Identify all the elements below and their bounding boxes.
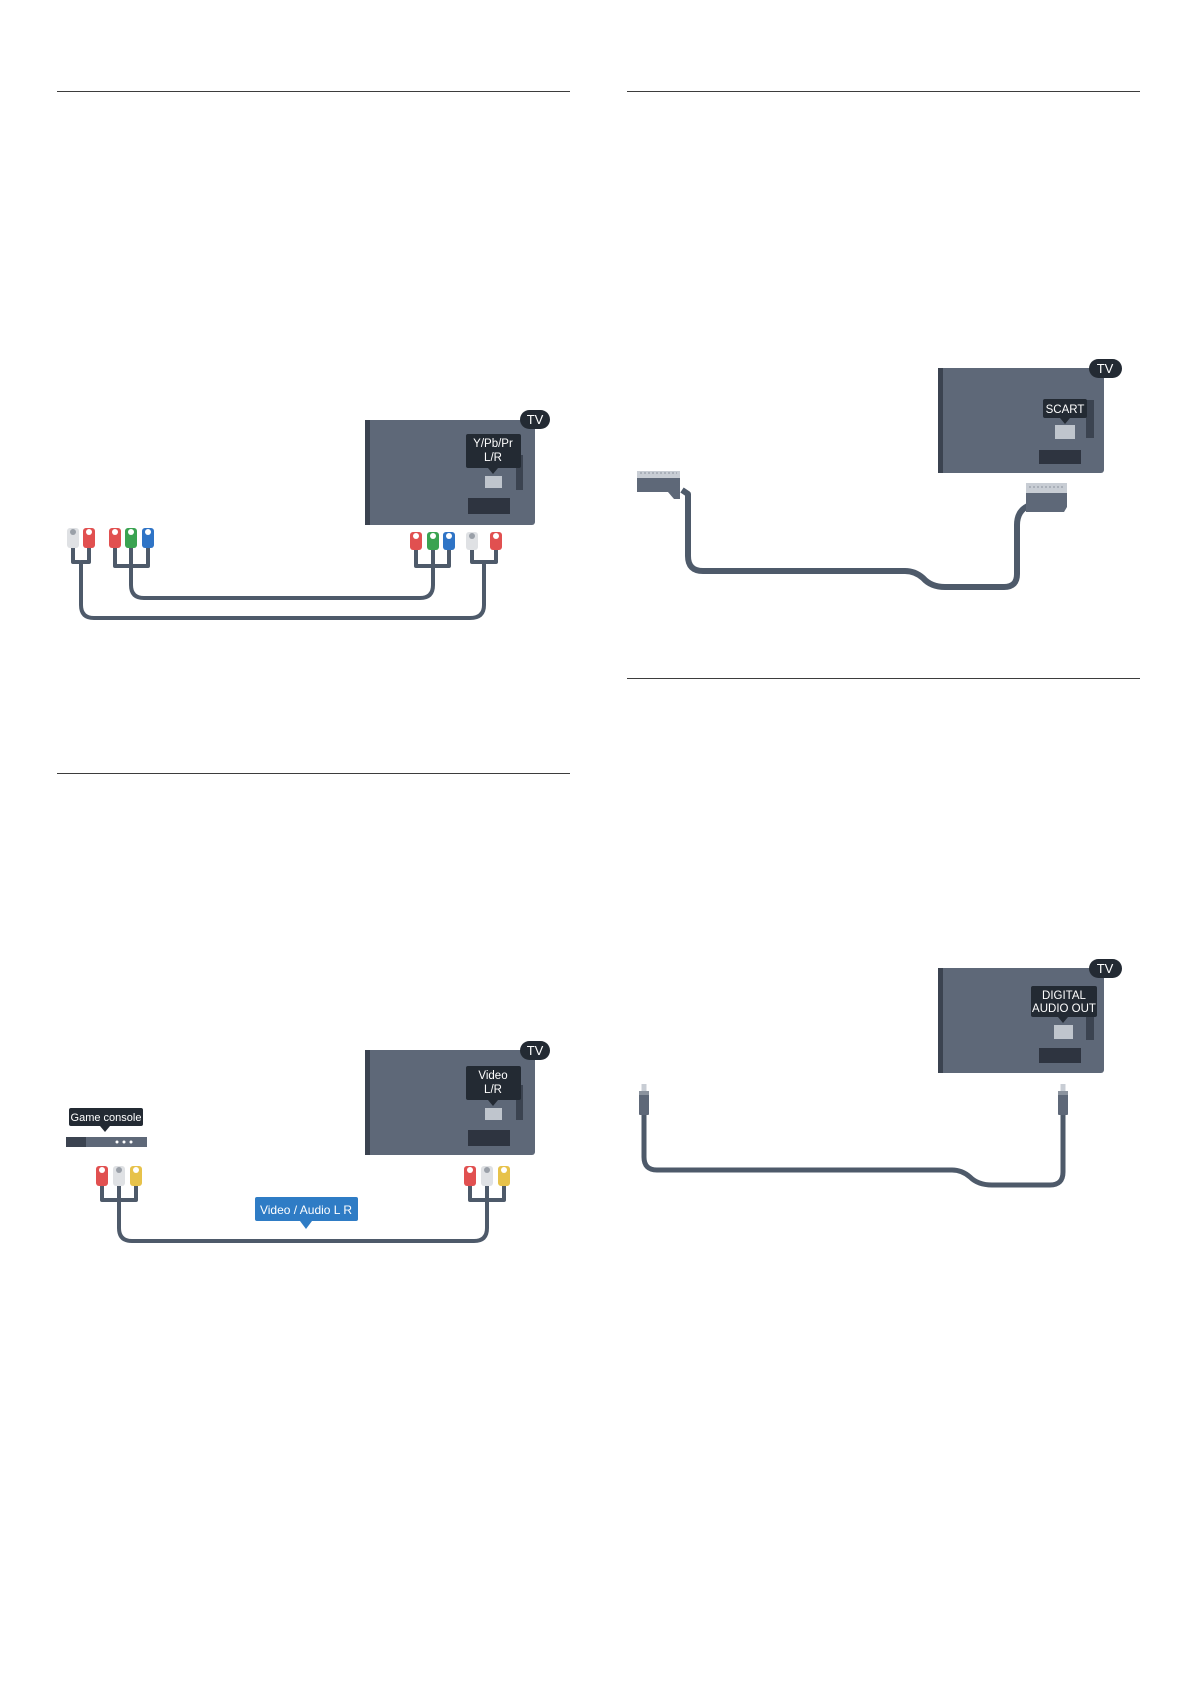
tv-cvbs: TV Video L/R bbox=[365, 1041, 550, 1155]
tv-edge bbox=[365, 1050, 370, 1155]
plugs-device-cvbs bbox=[96, 1166, 142, 1186]
section-divider-top-left bbox=[57, 91, 570, 92]
tv-badge: TV bbox=[1089, 359, 1122, 378]
plug-red bbox=[490, 532, 502, 550]
plugs-device-ypbpr bbox=[67, 528, 154, 548]
tv-port-slot bbox=[1039, 450, 1081, 464]
section-divider-top-right bbox=[627, 91, 1140, 92]
scart-plug-tv bbox=[1026, 483, 1067, 512]
console-body bbox=[66, 1137, 147, 1147]
port-label-line2: AUDIO OUT bbox=[1032, 1003, 1096, 1015]
tv-edge bbox=[365, 420, 370, 525]
tv-badge-text: TV bbox=[527, 1043, 544, 1058]
scart-plug-device bbox=[637, 471, 680, 499]
console-port bbox=[122, 1140, 126, 1144]
plug-yellow bbox=[130, 1166, 142, 1186]
tv-ypbpr: TV Y/Pb/Pr L/R bbox=[365, 410, 550, 525]
port-label-line2: L/R bbox=[484, 452, 502, 464]
plug-green bbox=[125, 528, 137, 548]
plug-red bbox=[410, 532, 422, 550]
port-label-cvbs: Video L/R bbox=[466, 1066, 521, 1120]
plug-red bbox=[83, 528, 95, 548]
optical-cable bbox=[641, 1115, 1066, 1188]
scart-cable bbox=[680, 487, 1034, 590]
section-divider-mid-right bbox=[627, 678, 1140, 679]
port-label-ypbpr: Y/Pb/Pr L/R bbox=[466, 434, 521, 488]
port-socket bbox=[485, 1108, 502, 1120]
port-label-text: SCART bbox=[1046, 404, 1085, 416]
console-port bbox=[129, 1140, 133, 1144]
cable-audio bbox=[79, 560, 486, 620]
cables-ypbpr bbox=[71, 546, 498, 620]
console-port bbox=[115, 1140, 119, 1144]
ypbpr-diagram: TV Y/Pb/Pr L/R bbox=[67, 410, 550, 620]
cables-cvbs bbox=[100, 1182, 506, 1243]
tv-port-slot bbox=[1039, 1048, 1081, 1063]
cable-av bbox=[117, 1198, 489, 1243]
plug-yellow bbox=[498, 1166, 510, 1186]
tv-body bbox=[938, 368, 1104, 473]
tv-edge bbox=[938, 368, 943, 473]
cable-video bbox=[129, 564, 435, 600]
plug-blue bbox=[142, 528, 154, 548]
optical-plug-device bbox=[639, 1084, 649, 1115]
tv-port-slot bbox=[468, 498, 510, 514]
port-socket bbox=[485, 476, 502, 488]
tv-badge-text: TV bbox=[1097, 361, 1114, 376]
cable-label-video-audio: Video / Audio L R bbox=[255, 1197, 358, 1229]
plug-white bbox=[481, 1166, 493, 1186]
tv-side-port bbox=[1086, 400, 1094, 438]
optical-plug-tv bbox=[1058, 1084, 1068, 1115]
tv-badge: TV bbox=[1089, 959, 1122, 978]
plug-white bbox=[466, 532, 478, 550]
tv-badge: TV bbox=[520, 1041, 550, 1060]
port-label-scart: SCART bbox=[1043, 399, 1087, 439]
port-label-digital-audio: DIGITAL AUDIO OUT bbox=[1031, 986, 1097, 1039]
section-divider-mid-left bbox=[57, 773, 570, 774]
plug-red bbox=[96, 1166, 108, 1186]
tv-badge-text: TV bbox=[527, 412, 544, 427]
tv-badge-text: TV bbox=[1097, 961, 1114, 976]
port-socket bbox=[1054, 1025, 1073, 1039]
plug-red bbox=[464, 1166, 476, 1186]
game-console-label: Game console bbox=[69, 1108, 143, 1132]
tv-side-port bbox=[516, 455, 523, 490]
tv-port-slot bbox=[468, 1130, 510, 1146]
plug-green bbox=[427, 532, 439, 550]
game-console-label-text: Game console bbox=[71, 1112, 142, 1124]
tv-badge: TV bbox=[520, 410, 550, 429]
port-label-line1: DIGITAL bbox=[1042, 990, 1086, 1002]
digital-audio-diagram: TV DIGITAL AUDIO OUT bbox=[639, 959, 1122, 1188]
port-label-line1: Video bbox=[478, 1070, 507, 1082]
port-socket bbox=[1055, 425, 1075, 439]
cvbs-diagram: TV Video L/R Game console bbox=[66, 1041, 550, 1243]
console-front bbox=[66, 1137, 86, 1147]
tv-scart: TV SCART bbox=[938, 359, 1122, 473]
cable-label-text: Video / Audio L R bbox=[260, 1203, 352, 1217]
tv-digital-audio: TV DIGITAL AUDIO OUT bbox=[938, 959, 1122, 1073]
plug-red bbox=[109, 528, 121, 548]
plug-white bbox=[113, 1166, 125, 1186]
plugs-tv-ypbpr bbox=[410, 532, 502, 550]
plug-white bbox=[67, 528, 79, 548]
plugs-tv-cvbs bbox=[464, 1166, 510, 1186]
tv-side-port bbox=[1086, 1002, 1094, 1040]
tv-side-port bbox=[516, 1085, 523, 1120]
plug-blue bbox=[443, 532, 455, 550]
port-label-line1: Y/Pb/Pr bbox=[473, 438, 513, 450]
tv-edge bbox=[938, 968, 943, 1073]
port-label-line2: L/R bbox=[484, 1084, 502, 1096]
game-console-device: Game console bbox=[66, 1108, 147, 1147]
scart-diagram: TV SCART bbox=[637, 359, 1122, 590]
